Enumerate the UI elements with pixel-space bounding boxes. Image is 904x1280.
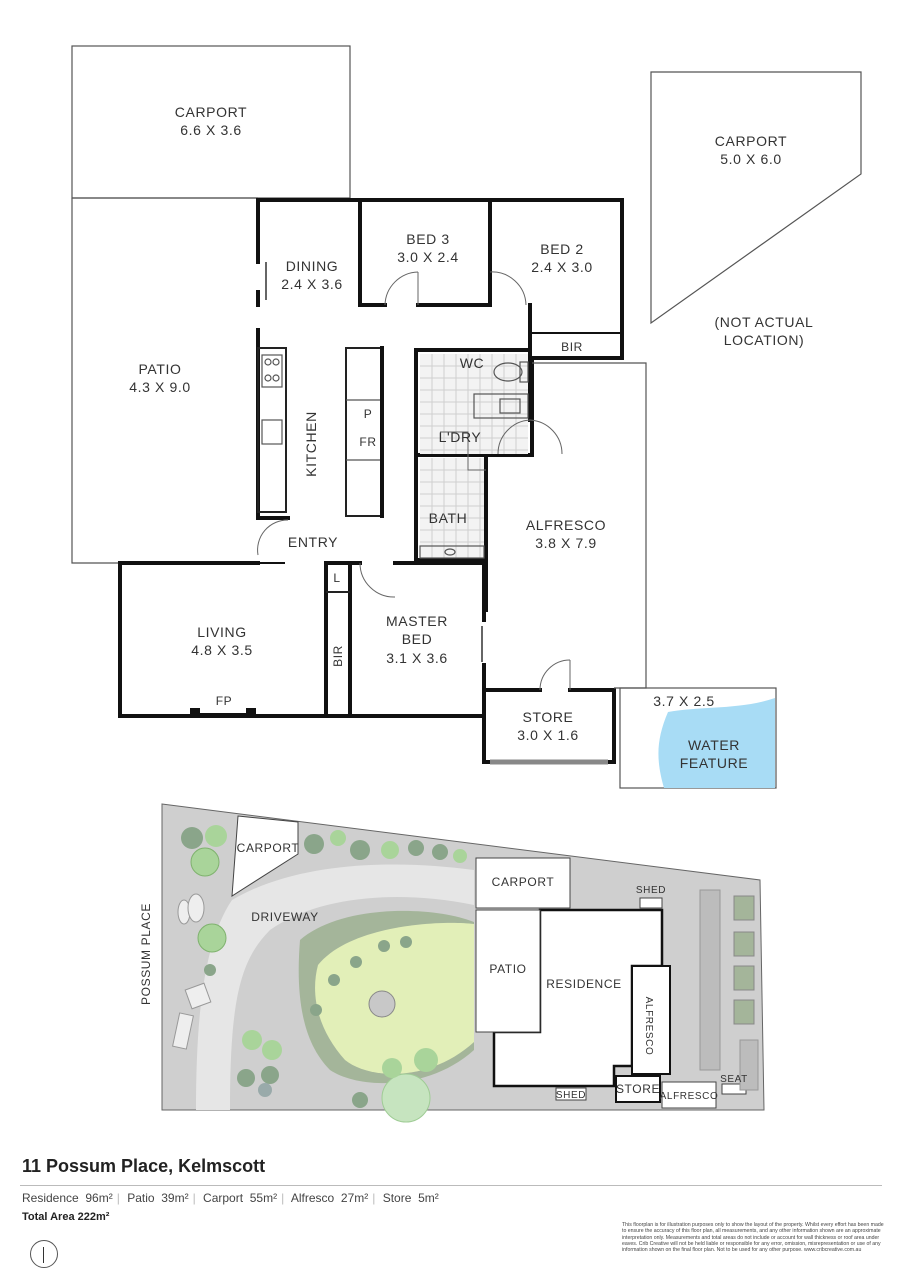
patio-label: PATIO: [139, 361, 182, 377]
area-value: 27m²: [340, 1191, 369, 1205]
site-store-label: STORE: [616, 1082, 660, 1096]
alfresco-label: ALFRESCO: [526, 517, 606, 533]
alfresco-size: 3.8 X 7.9: [535, 535, 596, 551]
house-walls: [118, 198, 624, 765]
driveway-area: [196, 864, 474, 1110]
site-plan: CARPORT CARPORT DRIVEWAY SHED SHED PATIO…: [139, 803, 765, 1123]
bir-master-label: BIR: [331, 645, 345, 667]
water-line1: WATER: [688, 737, 740, 753]
not-actual-line1: (NOT ACTUAL: [715, 314, 814, 330]
area-label: Carport: [203, 1191, 244, 1205]
area-label: Alfresco: [290, 1191, 335, 1205]
carport-size: 6.6 X 3.6: [180, 122, 241, 138]
bath-label: BATH: [429, 510, 468, 526]
master-size: 3.1 X 3.6: [386, 650, 447, 666]
site-alfresco-a: [631, 965, 671, 1075]
water-size: 3.7 X 2.5: [653, 693, 714, 709]
water-feature-pond: [658, 698, 775, 788]
master-line1: MASTER: [386, 613, 448, 629]
area-summary: Residence 96m²| Patio 39m²| Carport 55m²…: [22, 1191, 439, 1205]
entry-label: ENTRY: [288, 534, 338, 550]
bir-bed2-label: BIR: [561, 340, 583, 354]
vanity: [419, 545, 485, 559]
site-carport-a-label: CARPORT: [237, 841, 300, 855]
site-shed-a-label: SHED: [636, 885, 666, 896]
total-area: Total Area 222m²: [22, 1211, 110, 1223]
laundry-label: L'DRY: [439, 429, 482, 445]
site-seat-label: SEAT: [720, 1074, 748, 1085]
site-driveway-label: DRIVEWAY: [251, 910, 318, 924]
disclaimer-text: This floorplan is for illustration purpo…: [622, 1222, 884, 1254]
site-store: [615, 1075, 661, 1103]
fridge-label: FR: [359, 435, 376, 449]
carport-label: CARPORT: [175, 104, 247, 120]
kitchen-label: KITCHEN: [303, 411, 319, 477]
living-size: 4.8 X 3.5: [191, 642, 252, 658]
cooktop: [261, 354, 283, 388]
door-swings: [257, 271, 571, 691]
not-actual-line2: LOCATION): [724, 332, 805, 348]
garden-shrubs: [172, 825, 467, 1123]
linen-label: L: [333, 571, 340, 585]
site-shed-b: [555, 1087, 587, 1101]
area-value: 39m²: [161, 1191, 189, 1205]
room-labels: CARPORT 6.6 X 3.6 CARPORT 5.0 X 6.0 (NOT…: [129, 104, 813, 771]
patio-size: 4.3 X 9.0: [129, 379, 190, 395]
site-carport-a: [231, 815, 299, 897]
water-line2: FEATURE: [680, 755, 749, 771]
area-value: 96m²: [85, 1191, 113, 1205]
north-arrow-icon: [30, 1240, 58, 1268]
floor-plan-drawing: CARPORT 6.6 X 3.6 CARPORT 5.0 X 6.0 (NOT…: [71, 45, 862, 1123]
wc-label: WC: [460, 355, 485, 371]
bed2-size: 2.4 X 3.0: [531, 259, 592, 275]
site-shed-a: [639, 897, 663, 909]
bed3-size: 3.0 X 2.4: [397, 249, 458, 265]
site-carport-b: [475, 857, 571, 909]
dining-size: 2.4 X 3.6: [281, 276, 342, 292]
site-shed-b-label: SHED: [556, 1090, 586, 1101]
site-patio: [475, 909, 541, 1033]
area-label: Store: [382, 1191, 412, 1205]
divider: [20, 1185, 882, 1186]
site-alfresco-a-label: ALFRESCO: [643, 997, 654, 1056]
area-label: Patio: [127, 1191, 155, 1205]
master-line2: BED: [402, 631, 433, 647]
site-carport-b-label: CARPORT: [492, 875, 555, 889]
lawn-feature: [368, 990, 396, 1018]
toilet: [493, 362, 523, 382]
store-label: STORE: [523, 709, 574, 725]
store-size: 3.0 X 1.6: [517, 727, 578, 743]
property-address: 11 Possum Place, Kelmscott: [22, 1156, 266, 1176]
area-value: 55m²: [249, 1191, 278, 1205]
street-label: POSSUM PLACE: [139, 903, 153, 1005]
area-value: 5m²: [418, 1191, 439, 1205]
laundry-trough: [473, 393, 529, 419]
carport2-size: 5.0 X 6.0: [720, 151, 781, 167]
kitchen-sink: [261, 419, 283, 445]
site-residence-label: RESIDENCE: [546, 977, 621, 991]
area-label: Residence: [22, 1191, 79, 1205]
bed3-label: BED 3: [406, 231, 449, 247]
site-alfresco-b-label: ALFRESCO: [660, 1091, 719, 1102]
dining-label: DINING: [286, 258, 339, 274]
carport2-label: CARPORT: [715, 133, 787, 149]
living-label: LIVING: [197, 624, 247, 640]
bed2-label: BED 2: [540, 241, 583, 257]
fireplace-label: FP: [216, 694, 233, 708]
site-patio-label: PATIO: [489, 962, 526, 976]
site-alfresco-b: [661, 1081, 717, 1109]
pantry-label: P: [364, 407, 373, 421]
carport-right-outline: [650, 71, 862, 325]
